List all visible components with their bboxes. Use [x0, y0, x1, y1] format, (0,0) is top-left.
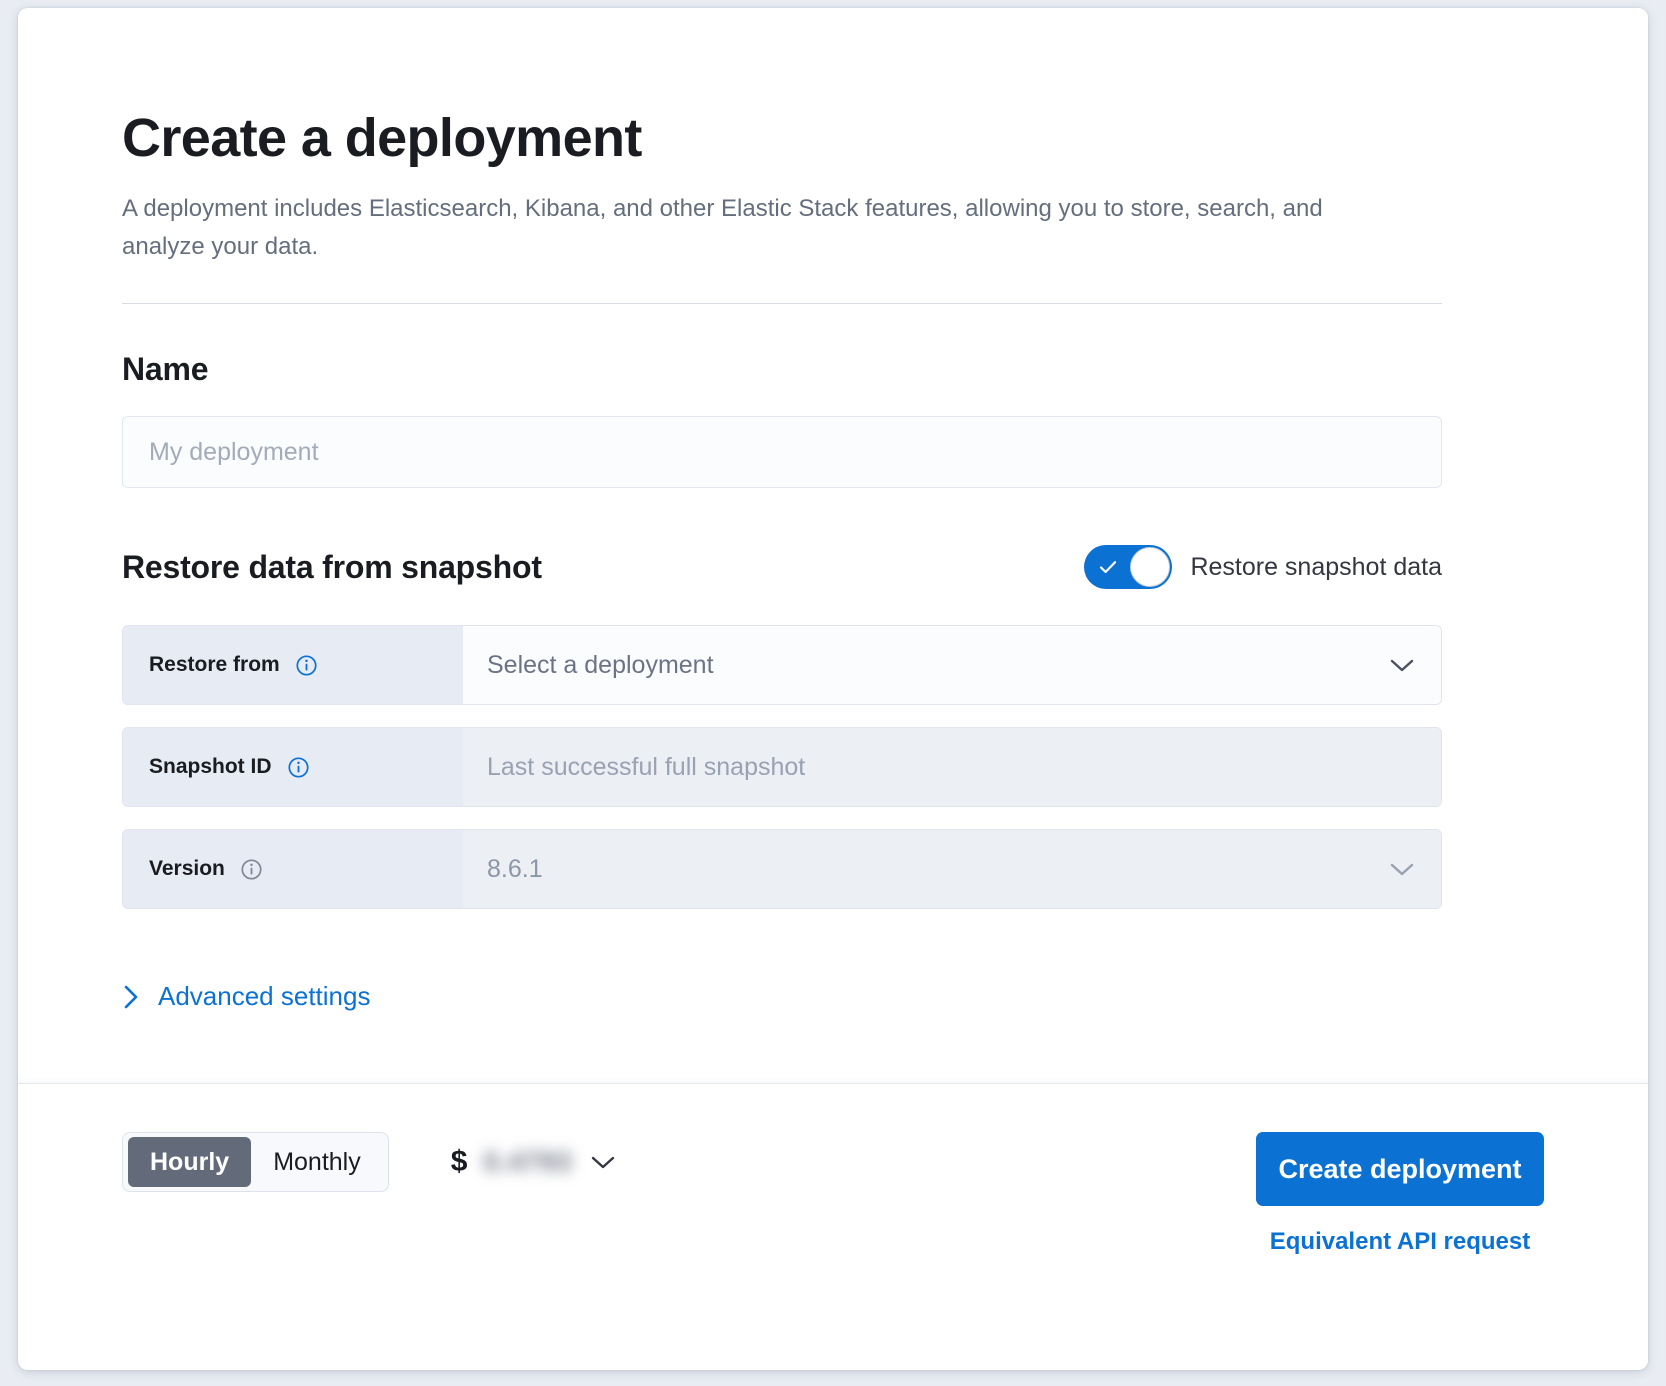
snapshot-section-header: Restore data from snapshot Restore snaps…	[122, 545, 1442, 589]
chevron-right-icon	[124, 985, 138, 1008]
snapshot-id-label-group: Snapshot ID	[123, 728, 463, 806]
name-section: Name My deployment	[122, 350, 1442, 488]
deployment-name-placeholder: My deployment	[149, 437, 319, 466]
info-circle-icon[interactable]	[287, 756, 309, 778]
toggle-knob	[1130, 547, 1171, 587]
chevron-down-icon[interactable]	[1387, 860, 1417, 878]
info-circle-icon[interactable]	[296, 654, 317, 676]
footer-left: Hourly Monthly $ 0.4793	[122, 1132, 618, 1192]
snapshot-id-field[interactable]: Last successful full snapshot	[463, 728, 1441, 806]
snapshot-id-row: Snapshot ID Last successful full snapsho…	[122, 727, 1442, 807]
restore-from-value: Select a deployment	[487, 650, 714, 679]
version-field[interactable]: 8.6.1	[463, 830, 1441, 908]
restore-from-label: Restore from	[149, 653, 280, 676]
version-row: Version 8.6.1	[122, 829, 1442, 909]
snapshot-id-label: Snapshot ID	[149, 755, 272, 778]
billing-period-segmented-control[interactable]: Hourly Monthly	[122, 1132, 389, 1192]
price-currency: $	[450, 1145, 468, 1178]
version-label: Version	[149, 857, 225, 880]
create-deployment-panel: Create a deployment A deployment include…	[18, 8, 1648, 1370]
form-area: Create a deployment A deployment include…	[18, 8, 1648, 1083]
chevron-down-icon[interactable]	[588, 1153, 618, 1171]
billing-option-hourly[interactable]: Hourly	[128, 1137, 252, 1187]
price-amount: 0.4793	[483, 1146, 573, 1177]
header-divider	[122, 303, 1442, 304]
equivalent-api-request-link[interactable]: Equivalent API request	[1269, 1228, 1531, 1255]
create-deployment-button[interactable]: Create deployment	[1256, 1132, 1544, 1206]
page-description: A deployment includes Elasticsearch, Kib…	[122, 195, 1323, 260]
restore-snapshot-toggle[interactable]	[1084, 545, 1173, 589]
price-display[interactable]: $ 0.4793	[451, 1145, 618, 1179]
name-section-title: Name	[122, 351, 209, 387]
restore-snapshot-toggle-label: Restore snapshot data	[1190, 552, 1442, 581]
footer-right: Create deployment Equivalent API request	[1256, 1132, 1544, 1256]
check-icon	[1100, 561, 1117, 574]
version-value: 8.6.1	[487, 854, 543, 883]
chevron-down-icon[interactable]	[1387, 656, 1417, 674]
footer-bar: Hourly Monthly $ 0.4793 Create deploymen…	[18, 1083, 1648, 1370]
restore-from-field[interactable]: Select a deployment	[463, 626, 1441, 704]
version-label-group: Version	[123, 830, 463, 908]
billing-option-monthly[interactable]: Monthly	[273, 1147, 361, 1176]
snapshot-id-value: Last successful full snapshot	[487, 752, 806, 781]
deployment-name-input[interactable]: My deployment	[122, 416, 1442, 488]
restore-from-label-group: Restore from	[123, 626, 463, 704]
page-title: Create a deployment	[122, 108, 642, 168]
restore-from-row: Restore from Select a deployment	[122, 625, 1442, 705]
restore-snapshot-toggle-group[interactable]: Restore snapshot data	[1084, 545, 1442, 589]
info-circle-icon[interactable]	[241, 858, 262, 880]
form-content: Create a deployment A deployment include…	[122, 108, 1442, 1016]
snapshot-section-title: Restore data from snapshot	[122, 549, 542, 585]
advanced-settings-toggle[interactable]: Advanced settings	[122, 981, 370, 1012]
advanced-settings-label: Advanced settings	[158, 981, 371, 1011]
